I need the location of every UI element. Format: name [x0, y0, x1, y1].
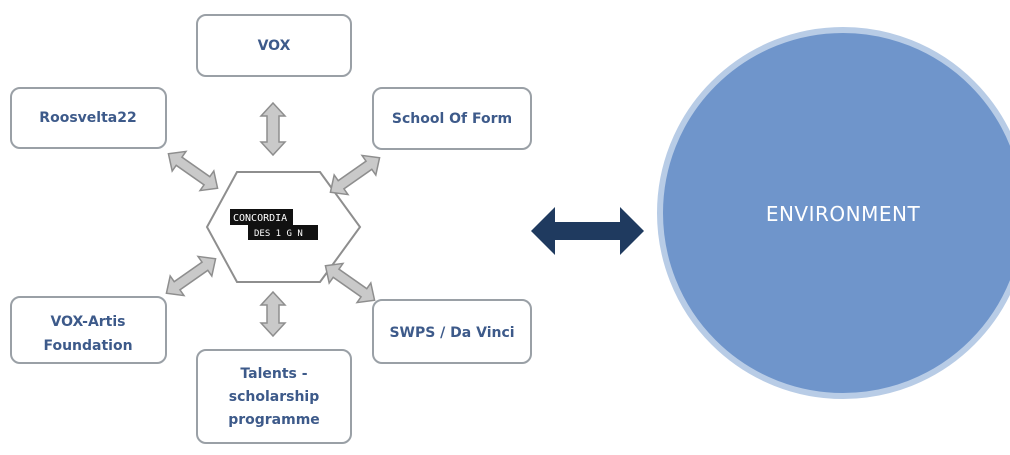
arrow-system-environment — [531, 207, 644, 255]
node-vox-artis-label-line-2: Foundation — [43, 338, 132, 354]
arrow-roosvelta22-center — [167, 150, 219, 192]
center-hexagon: CONCORDIA DES 1 G N — [205, 171, 362, 283]
node-school-of-form-label: School Of Form — [392, 111, 512, 127]
arrow-vox-center — [259, 101, 287, 157]
node-vox-label: VOX — [258, 38, 291, 54]
node-talents-label-line-1: Talents - — [240, 366, 307, 382]
arrow-vox-artis-center — [165, 255, 217, 297]
node-vox-artis-foundation: VOX-Artis Foundation — [10, 296, 167, 364]
arrow-school-of-form-center — [329, 154, 381, 196]
node-talents-scholarship: Talents - scholarship programme — [196, 349, 352, 444]
arrow-swps-center — [324, 262, 376, 304]
environment-circle: ENVIRONMENT — [657, 27, 1010, 399]
logo-line-2: DES 1 G N — [254, 229, 303, 239]
node-roosvelta22-label: Roosvelta22 — [39, 110, 136, 126]
node-talents-label-line-3: programme — [228, 412, 320, 428]
node-school-of-form: School Of Form — [372, 87, 532, 150]
node-swps-da-vinci: SWPS / Da Vinci — [372, 299, 532, 364]
arrow-center-talents — [259, 290, 287, 338]
node-swps-da-vinci-label: SWPS / Da Vinci — [389, 325, 514, 341]
node-talents-label-line-2: scholarship — [229, 389, 320, 405]
logo-line-1: CONCORDIA — [233, 213, 287, 224]
concordia-logo: CONCORDIA DES 1 G N — [230, 209, 318, 240]
node-vox-artis-label-line-1: VOX-Artis — [50, 314, 125, 330]
node-vox: VOX — [196, 14, 352, 77]
node-roosvelta22: Roosvelta22 — [10, 87, 167, 149]
environment-label: ENVIRONMENT — [766, 202, 921, 226]
